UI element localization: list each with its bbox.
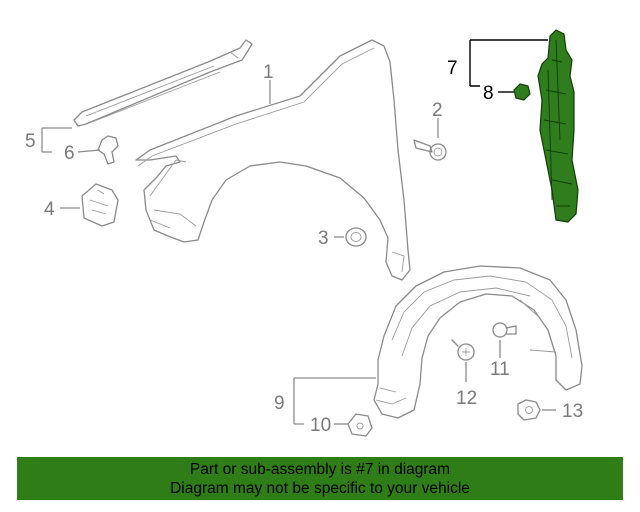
part-6-clip (97, 135, 119, 165)
callout-5: 5 (25, 131, 36, 152)
callout-13: 13 (562, 401, 583, 422)
leader-5-bracket (41, 127, 72, 153)
part-3-grommet (345, 227, 367, 247)
part-1-fender (135, 39, 411, 281)
callout-4: 4 (44, 199, 55, 220)
part-12-bolt (451, 339, 475, 361)
callout-labels: 1 2 3 4 5 6 7 8 9 10 11 12 13 (25, 58, 583, 436)
callout-3: 3 (318, 228, 329, 249)
callout-11: 11 (490, 359, 510, 380)
part-9-fender-liner (373, 265, 583, 419)
banner-line-1: Part or sub-assembly is #7 in diagram (189, 461, 451, 478)
leader-7-bracket (469, 39, 548, 87)
part-2-bolt (413, 139, 447, 161)
parts-diagram: 1 2 3 4 5 6 7 8 9 10 11 12 13 (25, 29, 583, 437)
leader-6 (77, 149, 101, 153)
callout-7: 7 (447, 58, 458, 79)
callout-9: 9 (274, 393, 285, 414)
callout-6: 6 (64, 143, 75, 164)
part-13-nut (517, 399, 541, 421)
part-7-highlighted-seal (537, 29, 579, 223)
part-10-clip (347, 413, 373, 437)
banner-line-2: Diagram may not be specific to your vehi… (170, 480, 470, 497)
leader-9-bracket (293, 377, 376, 425)
callout-12: 12 (456, 388, 477, 409)
callout-8: 8 (483, 83, 494, 104)
callout-10: 10 (310, 415, 331, 436)
callout-1: 1 (263, 62, 274, 83)
part-11-screw (492, 322, 517, 338)
leader-lines (41, 39, 556, 425)
part-info-banner: Part or sub-assembly is #7 in diagram Di… (17, 457, 623, 500)
part-4-bracket (81, 183, 119, 227)
callout-2: 2 (432, 100, 443, 121)
part-8-clip (513, 83, 531, 101)
part-5-fender-rail (73, 39, 253, 127)
